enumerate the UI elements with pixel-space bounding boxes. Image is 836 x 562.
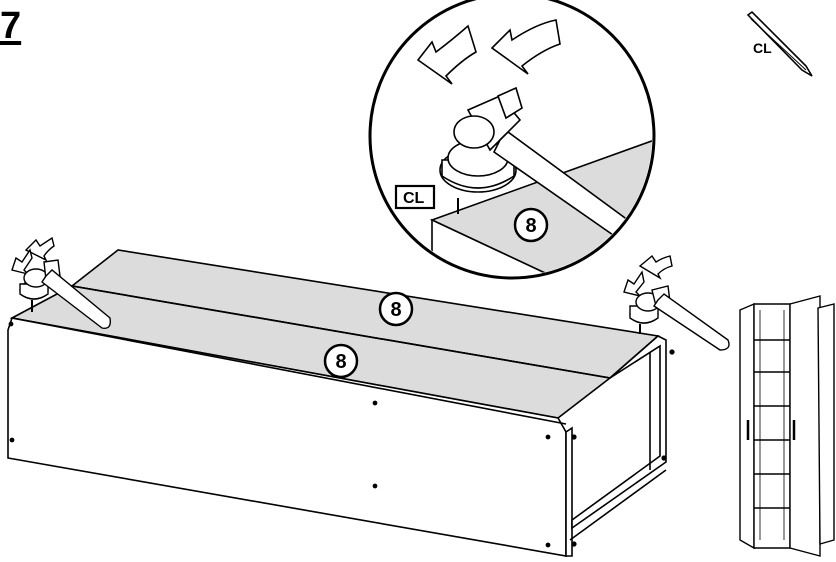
callout-nail-code: CL xyxy=(403,190,425,207)
finished-cabinet-icon xyxy=(739,295,835,557)
part-number-top: 8 xyxy=(390,299,401,321)
part-number-bottom: 8 xyxy=(335,351,346,373)
callout-part-number-badge: 8 xyxy=(513,207,549,243)
magnified-detail-view xyxy=(368,0,656,280)
nail-icon xyxy=(746,10,813,77)
cabinet-end-panel xyxy=(571,335,667,530)
cabinet-carcass xyxy=(7,249,675,557)
rotate-arrow-icon-left-hammer xyxy=(24,236,55,262)
callout-part-number: 8 xyxy=(525,215,536,237)
hammer-icon-callout xyxy=(439,86,638,247)
hammer-icon-left xyxy=(11,236,112,329)
rotate-arrow-icon-right xyxy=(490,19,561,75)
rotate-arrow-icon-right-hammer xyxy=(638,254,673,280)
step-number: 7 xyxy=(0,5,22,47)
nail-code-label: CL xyxy=(753,40,772,56)
part-number-badge-top: 8 xyxy=(378,291,414,327)
callout-nail-label-box: CL xyxy=(394,184,436,210)
part-number-badge-bottom: 8 xyxy=(323,343,359,379)
hammer-icon-right xyxy=(623,254,730,351)
rotate-arrow-icon-left xyxy=(416,24,477,85)
